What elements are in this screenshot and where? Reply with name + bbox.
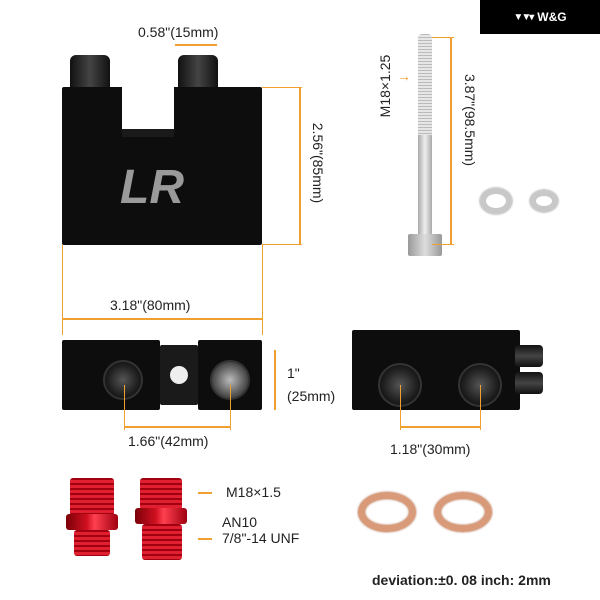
bolt-length-label: 3.87"(98.5mm) bbox=[462, 73, 478, 167]
fitting-thread-2b: 7/8"-14 UNF bbox=[222, 530, 300, 546]
bolt-thread-label: M18×1.25 bbox=[377, 54, 393, 118]
side-port-spacing-label: 1.18"(30mm) bbox=[390, 441, 471, 457]
thickness-label-1: 1" bbox=[287, 365, 300, 381]
front-port-spacing-label: 1.66"(42mm) bbox=[128, 433, 209, 449]
brand-name: W&G bbox=[537, 10, 567, 24]
height-label: 2.56"(85mm) bbox=[310, 122, 326, 204]
tube-width-label: 0.58"(15mm) bbox=[138, 24, 219, 40]
lock-washer bbox=[530, 190, 558, 212]
fitting-thread-2a: AN10 bbox=[222, 514, 258, 530]
wave-chevrons-icon: ▼▼▾ bbox=[513, 11, 534, 23]
brand-badge: ▼▼▾ W&G bbox=[480, 0, 600, 34]
fitting-thread-1: M18×1.5 bbox=[226, 484, 281, 500]
width-label: 3.18"(80mm) bbox=[110, 297, 191, 313]
deviation-note: deviation:±0. 08 inch: 2mm bbox=[372, 572, 551, 588]
arrow-right-icon: → bbox=[397, 68, 411, 84]
copper-washer bbox=[358, 492, 416, 532]
thickness-label-2: (25mm) bbox=[287, 388, 336, 404]
washer bbox=[480, 188, 512, 214]
logo-lr: LR bbox=[120, 161, 184, 214]
copper-washer bbox=[434, 492, 492, 532]
